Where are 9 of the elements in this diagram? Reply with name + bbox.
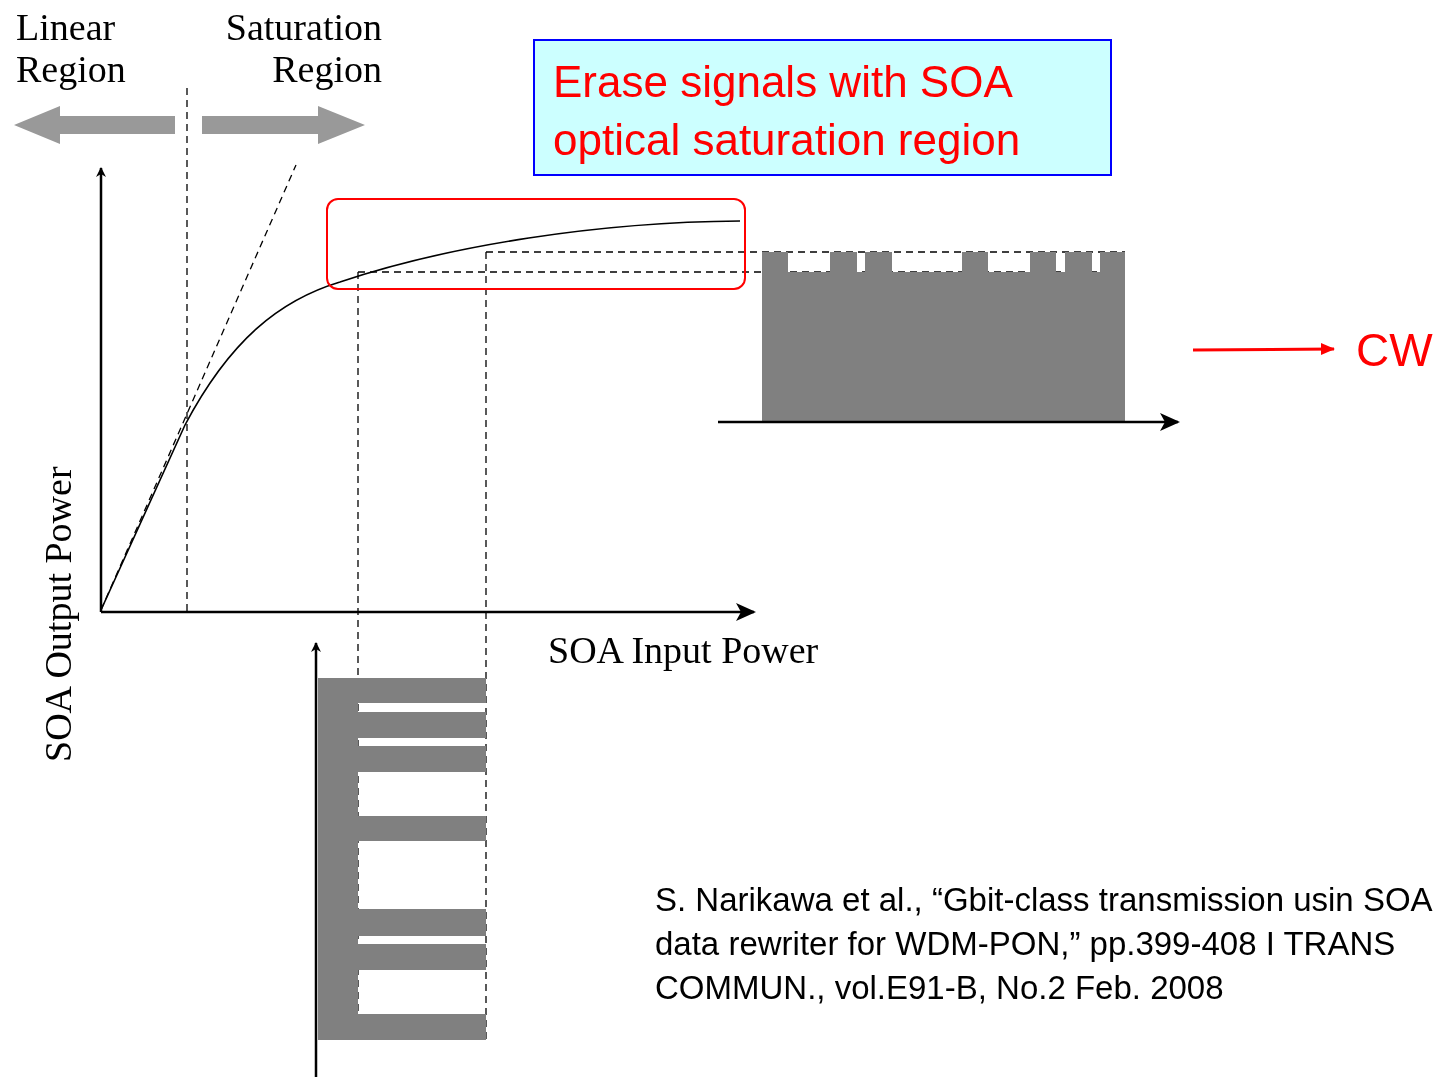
highlight-frame [326,198,746,290]
callout-box: Erase signals with SOA optical saturation region [533,39,1112,176]
arrow [1193,343,1335,356]
signal-label: CW [1356,322,1436,378]
axis-title: SOA Input Power [548,628,820,672]
citation-text: S. Narikawa et al., “Gbit-class transmission usin SOA data rewriter for WDM-PON,” pp.399-408 I TRANS COMMUN., vol.E91-B, No.2 Feb. 2008 [655,880,1433,1008]
region-label: Saturation Region [224,6,382,90]
region-label: Linear Region [16,6,127,90]
axis-title: SOA Output Power [37,466,79,762]
